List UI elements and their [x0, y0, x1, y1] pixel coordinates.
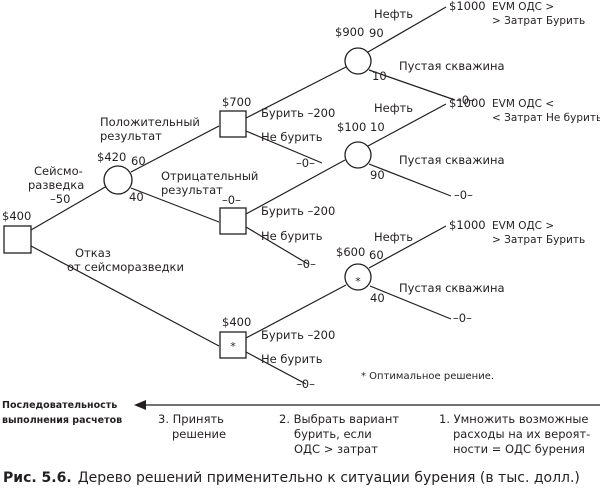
- refuse-oil-payoff: $1000: [449, 218, 486, 232]
- negative-oil-prob: 10: [370, 120, 385, 134]
- refuse-chance-node: [344, 263, 372, 291]
- caption-text: Дерево решений применительно к ситуации …: [78, 470, 580, 486]
- negative-dry-payoff: –0–: [454, 188, 473, 202]
- refuse-dry-label: Пустая скважина: [399, 281, 505, 295]
- positive-decision-node: [219, 110, 247, 138]
- refuse-no-drill-label: Не бурить: [261, 352, 323, 366]
- positive-no-drill-payoff: –0–: [296, 156, 315, 170]
- step1-line-3: ности = ОДС бурения: [453, 442, 585, 456]
- refuse-note-1: EVM ОДС >: [492, 220, 554, 232]
- positive-dry-prob: 10: [372, 69, 387, 83]
- refuse-oil-prob: 60: [369, 248, 384, 262]
- positive-oil-prob: 90: [369, 26, 384, 40]
- seismic-cost: –50: [50, 192, 70, 206]
- refuse-chance-mark: *: [355, 275, 361, 288]
- seismic-chance-node: [103, 165, 133, 195]
- step1-line-1: 1. Умножить возможные: [439, 412, 589, 426]
- refuse-no-drill-payoff: –0–: [296, 377, 315, 391]
- positive-drill-label: Бурить –200: [261, 106, 335, 120]
- sequence-title-2: выполнения расчетов: [2, 415, 122, 426]
- negative-branch-label-2: результат: [161, 183, 223, 197]
- positive-branch-label-1: Положительный: [100, 115, 200, 129]
- negative-note-2: < Затрат Не бурить: [492, 112, 600, 124]
- negative-decision-node: [219, 207, 247, 235]
- refuse-dry-payoff: –0–: [453, 311, 472, 325]
- refuse-oil-label: Нефть: [374, 230, 413, 244]
- refuse-dry-prob: 40: [370, 291, 385, 305]
- start-value: $400: [2, 209, 31, 223]
- negative-decision-value: –0–: [222, 193, 241, 207]
- negative-oil-label: Нефть: [374, 101, 413, 115]
- positive-no-drill-label: Не бурить: [261, 130, 323, 144]
- negative-no-drill-payoff: –0–: [297, 257, 316, 271]
- seismic-chance-value: $420: [97, 150, 126, 164]
- refuse-decision-node: [219, 331, 247, 359]
- negative-oil-payoff: $1000: [449, 96, 486, 110]
- seismic-label-1: Сейсмо-: [34, 164, 83, 178]
- refuse-decision-value: $400: [222, 315, 251, 329]
- prob-positive: 60: [131, 154, 146, 168]
- positive-chance-node: [344, 47, 372, 75]
- prob-negative: 40: [129, 190, 144, 204]
- negative-chance-value: $100: [337, 120, 366, 134]
- step2-line-2: бурить, если: [294, 427, 372, 441]
- seismic-label-2: разведка: [28, 178, 84, 192]
- positive-oil-payoff: $1000: [449, 0, 486, 13]
- refuse-decision-mark: *: [230, 340, 236, 353]
- optimal-footnote: * Оптимальное решение.: [361, 371, 494, 382]
- positive-dry-label: Пустая скважина: [399, 59, 505, 73]
- tree-branches: [30, 6, 456, 385]
- refuse-note-2: > Затрат Бурить: [492, 234, 585, 246]
- step3-line-1: 3. Принять: [158, 412, 224, 426]
- negative-no-drill-label: Не бурить: [261, 229, 323, 243]
- refuse-drill-label: Бурить –200: [261, 328, 335, 342]
- step2-line-1: 2. Выбрать вариант: [279, 412, 399, 426]
- negative-dry-label: Пустая скважина: [399, 153, 505, 167]
- figure-caption: Рис. 5.6. Дерево решений применительно к …: [3, 470, 580, 486]
- positive-chance-value: $900: [335, 25, 364, 39]
- positive-note-1: EVM ОДС >: [492, 1, 554, 13]
- positive-dry-payoff: –0–: [456, 93, 475, 107]
- positive-oil-label: Нефть: [374, 7, 413, 21]
- negative-chance-node: [344, 141, 372, 169]
- negative-dry-prob: 90: [370, 168, 385, 182]
- step1-line-2: расходы на их вероят-: [453, 427, 590, 441]
- sequence-title-1: Последовательность: [2, 400, 117, 411]
- positive-note-2: > Затрат Бурить: [492, 15, 585, 27]
- step2-line-3: ОДС > затрат: [294, 442, 378, 456]
- step3-line-2: решение: [172, 427, 226, 441]
- negative-note-1: EVM ОДС <: [492, 98, 554, 110]
- negative-branch-label-1: Отрицательный: [161, 169, 258, 183]
- sequence-arrow: [134, 400, 600, 410]
- start-decision-node: [3, 225, 32, 254]
- refuse-chance-value: $600: [336, 245, 365, 259]
- positive-branch-label-2: результат: [100, 129, 162, 143]
- caption-number: Рис. 5.6.: [3, 470, 72, 486]
- refuse-branch-label-1: Отказ: [75, 246, 111, 260]
- positive-decision-value: $700: [222, 95, 251, 109]
- negative-drill-label: Бурить –200: [261, 204, 335, 218]
- refuse-branch-label-2: от сейсморазведки: [67, 260, 184, 274]
